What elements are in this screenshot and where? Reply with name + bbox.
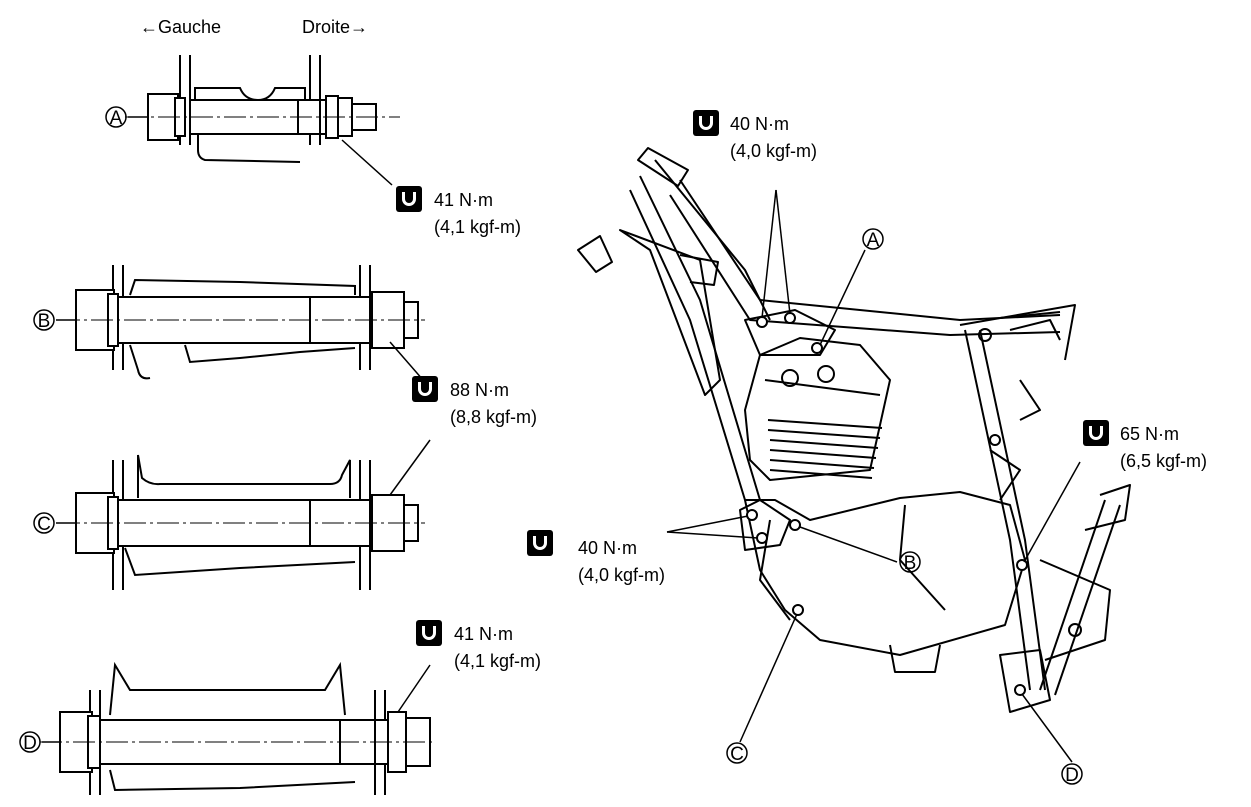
torque-detail-d-alt: (4,1 kgf-m) (454, 651, 541, 671)
detail-d-label: D (23, 733, 37, 754)
torque-wrench-icon (412, 376, 438, 402)
frame-leader-lines (666, 189, 1083, 785)
detail-c-label: C (37, 514, 51, 535)
torque-frame-front-value: 40 N·m (578, 538, 637, 558)
detail-a-label: A (110, 108, 123, 129)
torque-wrench-icon (416, 620, 442, 646)
torque-frame-rear-alt: (6,5 kgf-m) (1120, 451, 1207, 471)
motorcycle-frame-drawing (577, 147, 1131, 713)
torque-detail-bc-value: 88 N·m (450, 380, 509, 400)
torque-frame-rear-value: 65 N·m (1120, 424, 1179, 444)
frame-label-a: A (867, 230, 880, 251)
torque-frame-top-value: 40 N·m (730, 114, 789, 134)
torque-wrench-icon (396, 186, 422, 212)
detail-b-label: B (38, 311, 51, 332)
torque-detail-bc-alt: (8,8 kgf-m) (450, 407, 537, 427)
torque-wrench-icon (527, 530, 553, 556)
detail-b-assembly (33, 265, 431, 389)
direction-right-label: Droite→ (302, 17, 368, 37)
detail-c-assembly (33, 439, 431, 590)
torque-wrench-icon (693, 110, 719, 136)
direction-left-label: ←Gauche (140, 17, 221, 37)
frame-label-c: C (730, 744, 744, 765)
torque-frame-front-alt: (4,0 kgf-m) (578, 565, 665, 585)
frame-label-b: B (904, 553, 917, 574)
detail-d-assembly (19, 661, 435, 795)
torque-frame-top-alt: (4,0 kgf-m) (730, 141, 817, 161)
detail-a-assembly (105, 55, 400, 186)
torque-detail-a-value: 41 N·m (434, 190, 493, 210)
frame-label-d: D (1065, 765, 1079, 786)
torque-detail-d-value: 41 N·m (454, 624, 513, 644)
torque-detail-a-alt: (4,1 kgf-m) (434, 217, 521, 237)
torque-wrench-icon (1083, 420, 1109, 446)
